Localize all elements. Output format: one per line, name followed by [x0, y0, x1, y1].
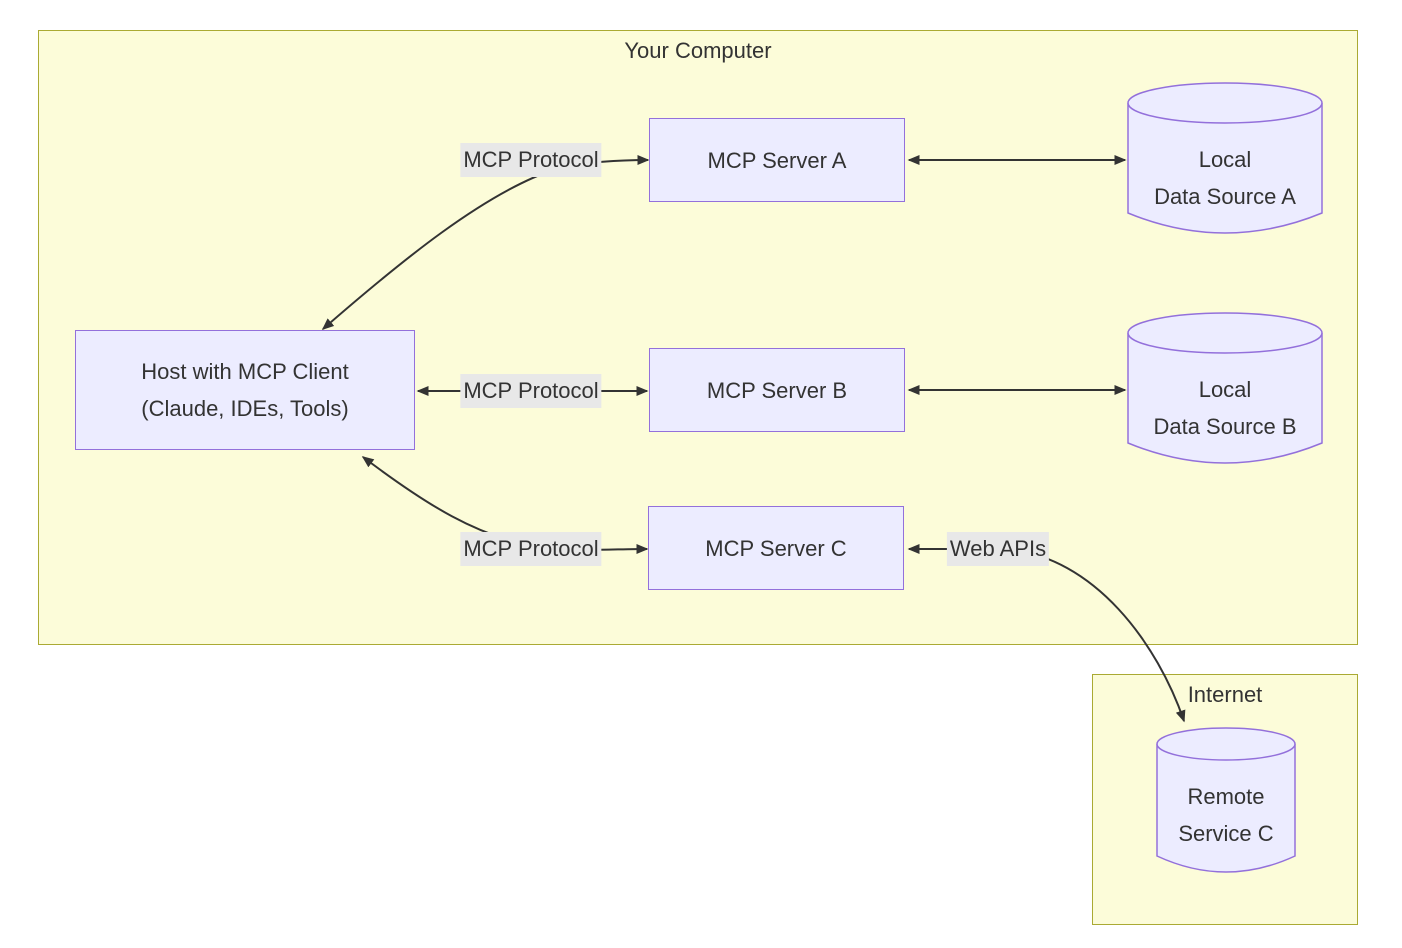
node-local-data-source-b-line1: Local	[1198, 377, 1252, 402]
node-local-data-source-a-line1: Local	[1198, 147, 1252, 172]
node-mcp-server-b-label: MCP Server B	[706, 377, 848, 403]
node-remote-service-c-line1: Remote	[1187, 784, 1265, 809]
node-mcp-server-c-label: MCP Server C	[705, 535, 847, 561]
edge-label-mcp-protocol-b: MCP Protocol	[460, 374, 602, 408]
node-local-data-source-a: Local Data Source A	[1127, 82, 1323, 234]
node-host-line1: Host with MCP Client	[141, 359, 349, 384]
node-host-line2: (Claude, IDEs, Tools)	[141, 396, 349, 421]
edge-label-mcp-protocol-a: MCP Protocol	[460, 143, 602, 177]
cylinder-shape-a	[1127, 82, 1323, 234]
node-mcp-server-b: MCP Server B	[649, 348, 905, 432]
cluster-internet-title: Internet	[1187, 682, 1263, 707]
node-mcp-server-c: MCP Server C	[648, 506, 904, 590]
edge-label-mcp-protocol-c: MCP Protocol	[460, 532, 602, 566]
node-local-data-source-b: Local Data Source B	[1127, 312, 1323, 464]
cylinder-shape-b	[1127, 312, 1323, 464]
edge-label-web-apis: Web APIs	[946, 532, 1050, 566]
node-mcp-server-a: MCP Server A	[649, 118, 905, 202]
node-mcp-server-a-label: MCP Server A	[707, 147, 847, 173]
node-local-data-source-a-line2: Data Source A	[1154, 184, 1296, 209]
node-local-data-source-b-line2: Data Source B	[1153, 414, 1297, 439]
cluster-your-computer-title: Your Computer	[624, 38, 772, 63]
node-remote-service-c: Remote Service C	[1156, 727, 1296, 873]
node-remote-service-c-line2: Service C	[1178, 821, 1274, 846]
cylinder-shape-remote	[1156, 727, 1296, 873]
node-host: Host with MCP Client (Claude, IDEs, Tool…	[75, 330, 415, 450]
